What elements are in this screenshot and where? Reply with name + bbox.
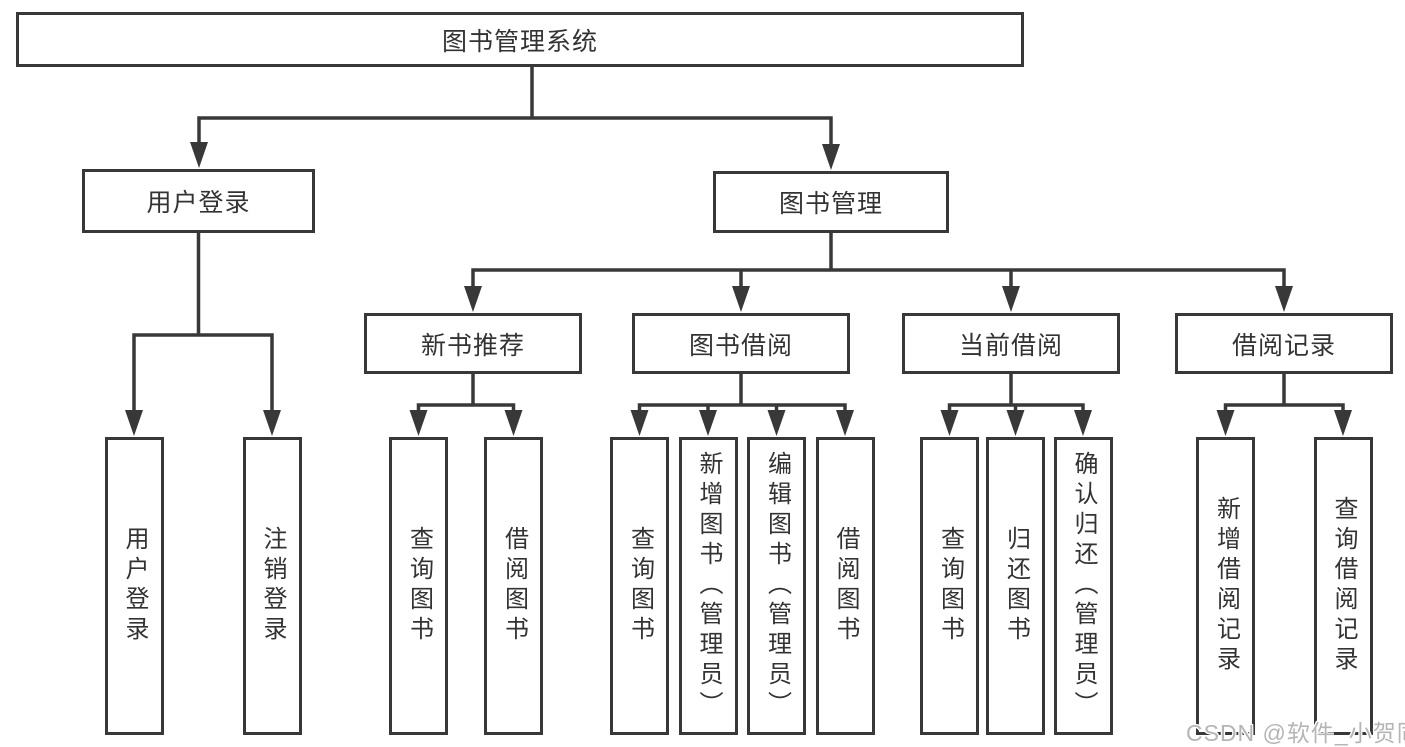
node-current-borrowing: 当前借阅 (902, 313, 1120, 374)
node-query-books: 查询图书 (920, 437, 979, 735)
node-new-book-recommend: 新书推荐 (364, 313, 582, 374)
connector-arrowheads (125, 142, 1352, 436)
node-label: 借阅图书 (832, 526, 859, 646)
connector-root (197, 67, 833, 152)
node-book-management: 图书管理 (713, 171, 949, 233)
node-borrow-books: 借阅图书 (484, 437, 543, 735)
node-add-borrow-record: 新增借阅记录 (1196, 437, 1255, 735)
node-label: 查询借阅记录 (1330, 496, 1357, 676)
node-label: 借阅图书 (500, 526, 528, 646)
node-book-borrowing: 图书借阅 (632, 313, 850, 374)
connector-records-group (1223, 373, 1345, 418)
node-label: 新增图书（管理员） (695, 451, 722, 721)
node-logout-leaf: 注销登录 (242, 437, 302, 735)
node-label: 归还图书 (1002, 526, 1030, 646)
node-user-login-leaf: 用户登录 (104, 437, 164, 735)
node-root: 图书管理系统 (16, 12, 1024, 67)
node-query-borrow-record: 查询借阅记录 (1313, 437, 1373, 735)
node-confirm-return-admin: 确认归还（管理员） (1053, 437, 1113, 735)
node-borrow-books: 借阅图书 (815, 437, 875, 735)
node-add-book-admin: 新增图书（管理员） (678, 437, 738, 735)
node-label: 编辑图书（管理员） (763, 451, 791, 721)
connector-management-branch (471, 232, 1286, 294)
node-borrow-records: 借阅记录 (1175, 313, 1393, 374)
node-query-books: 查询图书 (389, 437, 448, 735)
csdn-watermark: CSDN @软件_小贺同学 (1186, 720, 1405, 746)
node-label: 用户登录 (121, 526, 148, 646)
node-query-books: 查询图书 (610, 437, 669, 735)
node-return-books: 归还图书 (986, 437, 1045, 735)
node-label: 注销登录 (259, 526, 286, 646)
connector-login-branch (132, 233, 274, 418)
node-label: 查询图书 (936, 526, 964, 646)
node-edit-book-admin: 编辑图书（管理员） (747, 437, 806, 735)
node-label: 查询图书 (405, 526, 433, 646)
connector-borrowing-group (637, 373, 847, 418)
node-label: 查询图书 (626, 526, 654, 646)
connector-recommend-group (416, 373, 516, 418)
connector-lines (132, 67, 1345, 418)
node-label: 新增借阅记录 (1212, 496, 1240, 676)
node-label: 确认归还（管理员） (1070, 451, 1097, 721)
node-user-login: 用户登录 (82, 169, 315, 233)
